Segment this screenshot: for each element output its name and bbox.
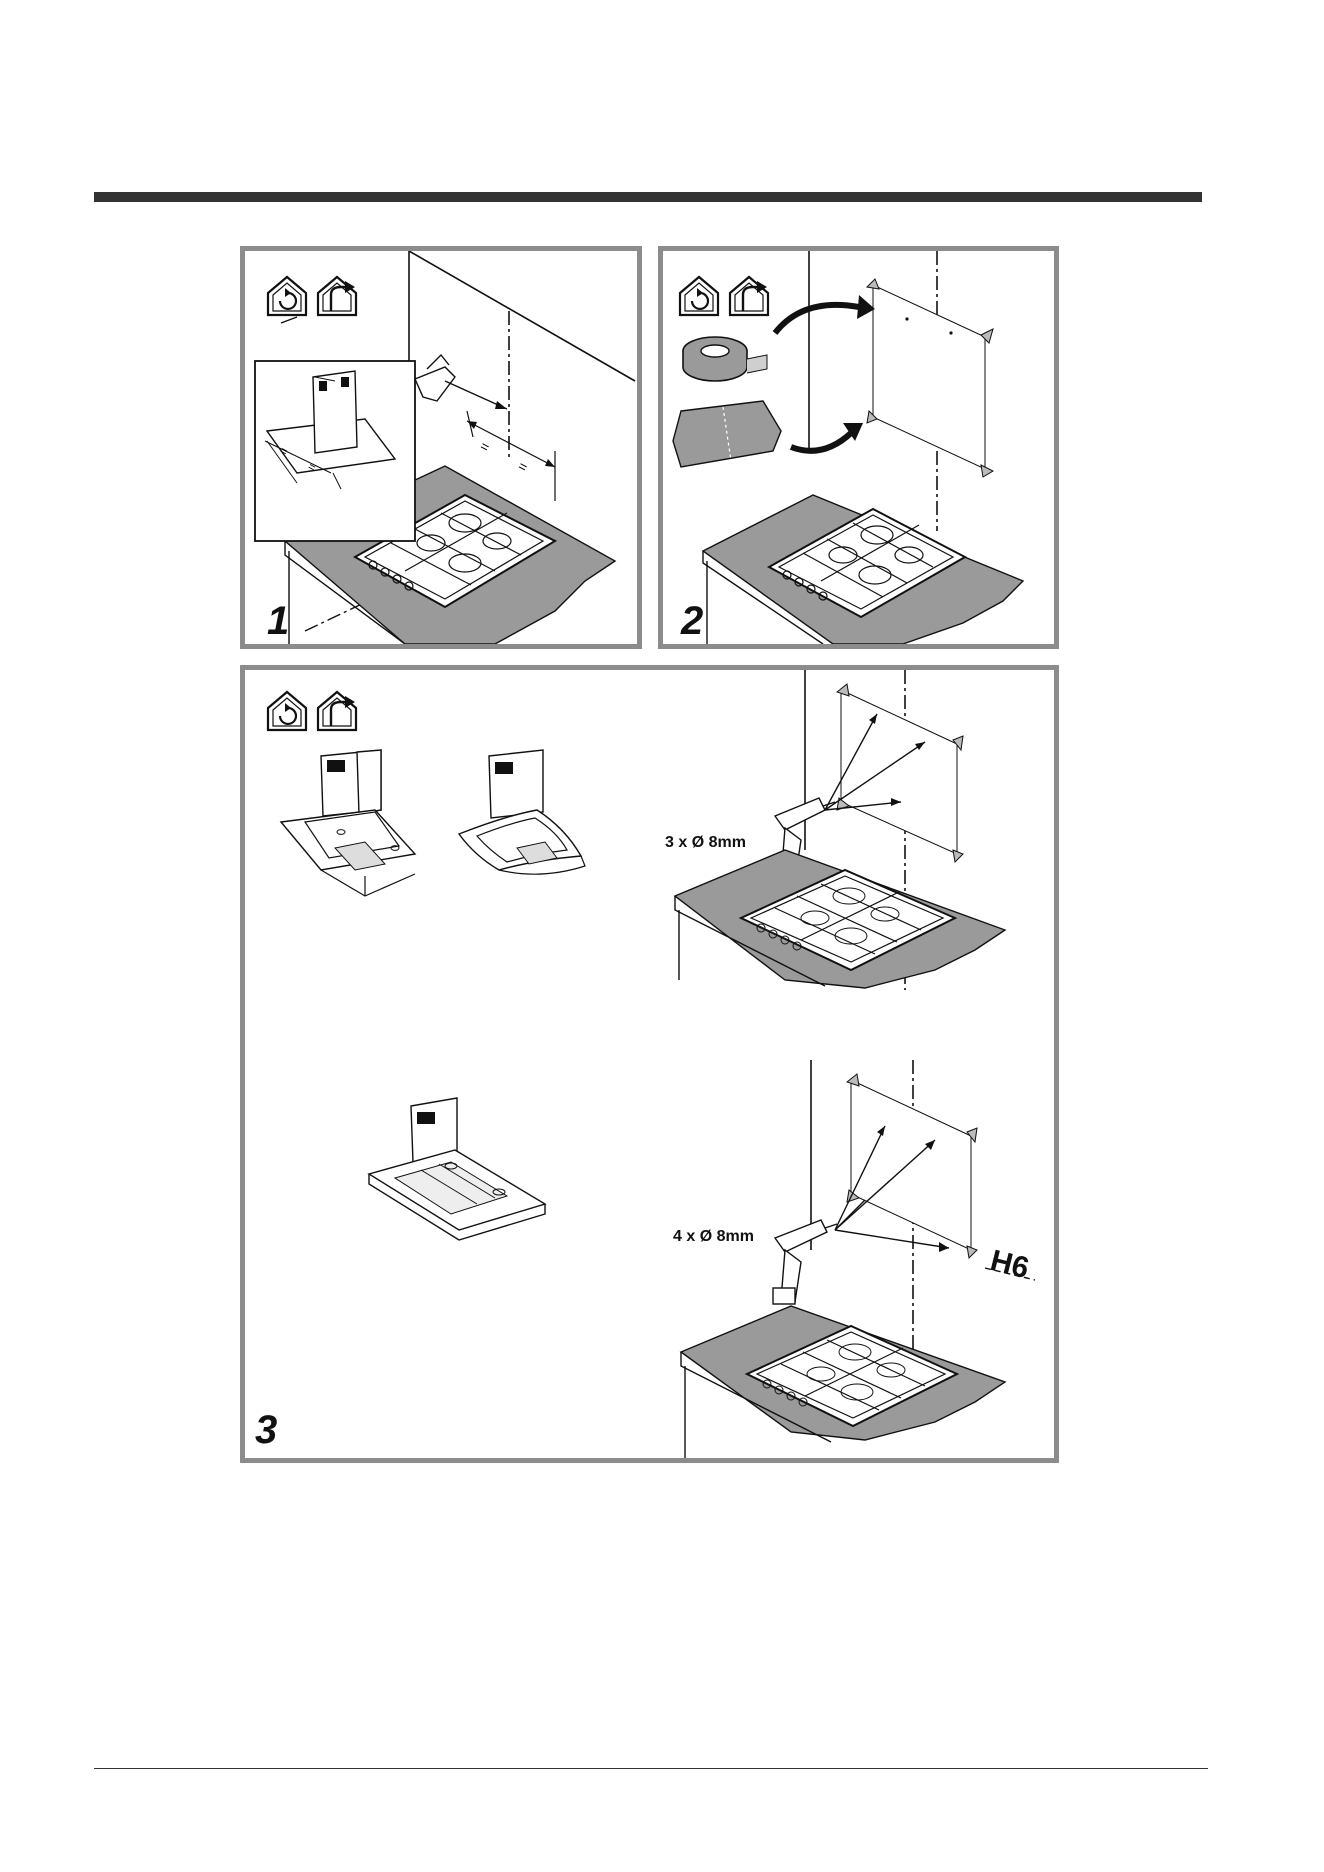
step-number: 2: [681, 601, 703, 641]
hood-variant-a: [281, 750, 415, 896]
drill-label-lower: 4 x Ø 8mm: [673, 1228, 754, 1246]
recirculation-mode-icon: [265, 273, 309, 317]
svg-text:=: =: [516, 458, 531, 476]
step-1-panel: = = = = 1: [240, 246, 642, 649]
ducted-extraction-icon: [315, 273, 359, 317]
ducted-extraction-icon: [727, 273, 771, 317]
recirculation-mode-icon: [265, 688, 309, 732]
drill-label-upper: 3 x Ø 8mm: [665, 834, 746, 852]
step-3-illustration: [245, 670, 1054, 1458]
step-2-panel: 2: [658, 246, 1059, 649]
step-number: 3: [255, 1410, 277, 1450]
step-3-panel: 3 x Ø 8mm 4 x Ø 8mm H6 3: [240, 665, 1059, 1463]
mode-icons: [677, 273, 777, 317]
drilling-scene-upper: [675, 670, 1005, 990]
recirculation-mode-icon: [677, 273, 721, 317]
step-number: 1: [267, 601, 289, 641]
header-rule: [94, 192, 1202, 202]
footer-rule: [94, 1768, 1208, 1769]
ducted-extraction-icon: [315, 688, 359, 732]
drilling-scene-lower: [681, 1060, 1035, 1458]
svg-text:=: =: [478, 438, 493, 456]
mode-icons: [265, 688, 365, 732]
hood-variant-c: [369, 1098, 545, 1240]
hood-variant-b: [459, 750, 585, 874]
mode-icons: [265, 273, 365, 317]
